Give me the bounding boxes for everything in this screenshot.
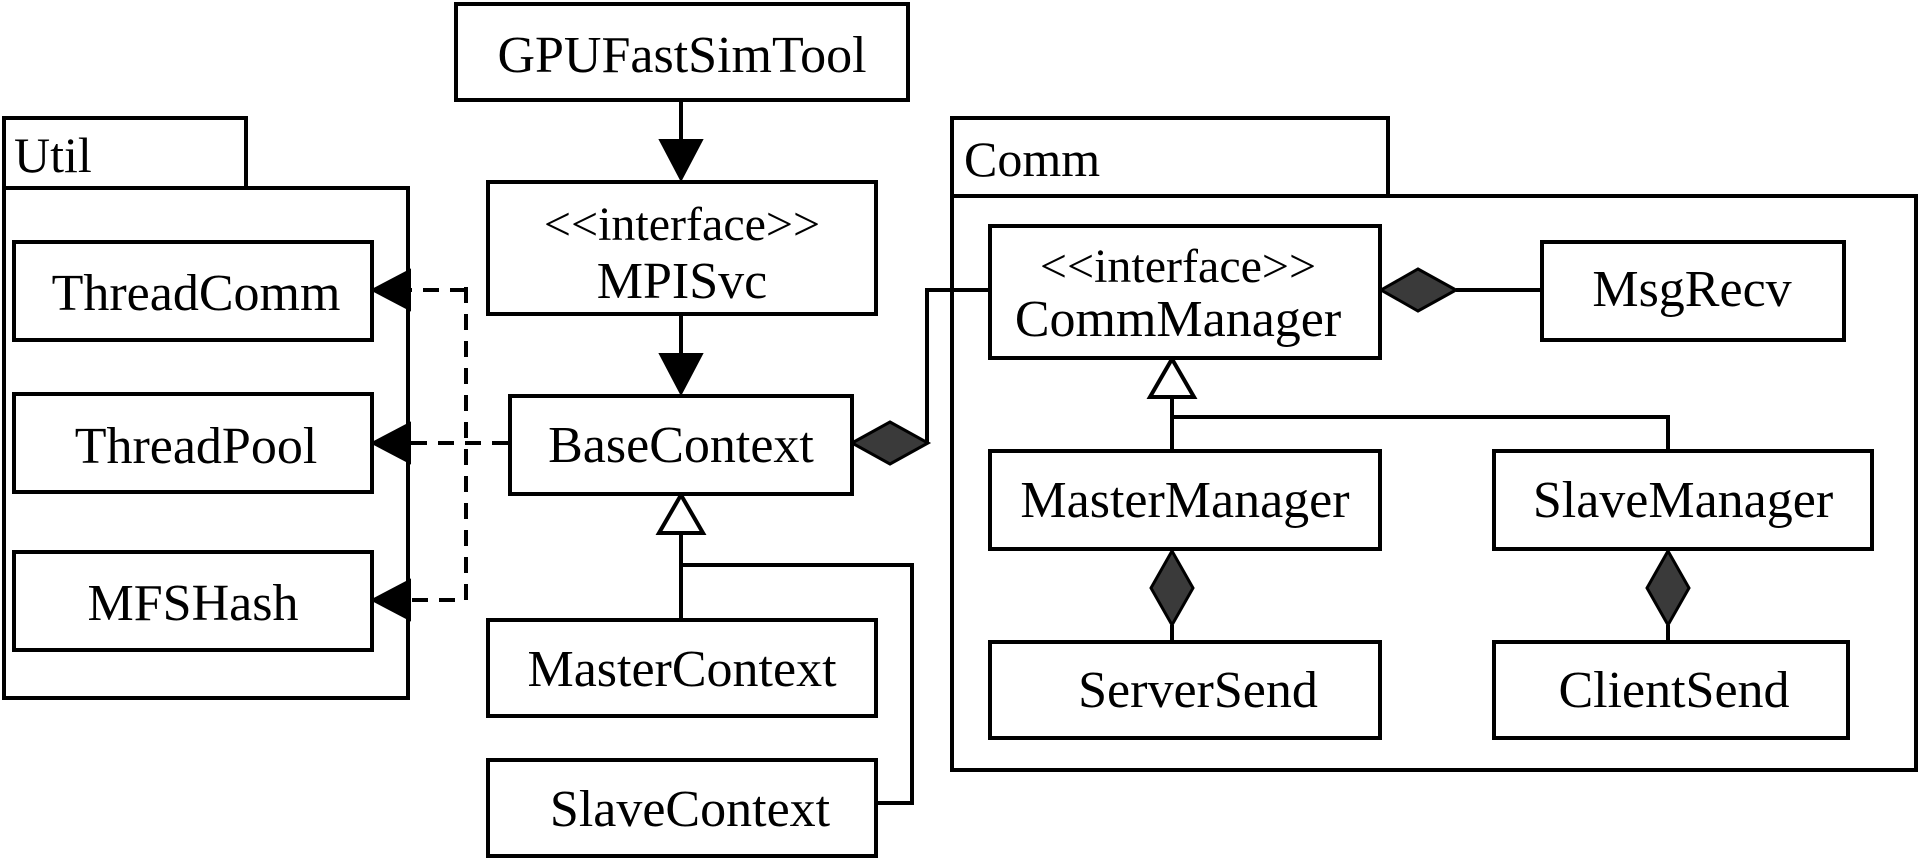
class-threadpool: ThreadPool (12, 392, 374, 494)
package-util-tab (2, 116, 248, 192)
class-threadcomm-label: ThreadComm (52, 265, 341, 322)
class-slavecontext-label: SlaveContext (550, 781, 831, 838)
arrowhead-threadcomm (369, 268, 411, 312)
class-threadpool-label: ThreadPool (75, 418, 318, 475)
class-commmanager-label: CommManager (1015, 291, 1341, 348)
generalization-slavecontext (681, 563, 914, 805)
generalization-slavemanager (1172, 415, 1670, 451)
class-slavemanager: SlaveManager (1492, 449, 1874, 551)
arrowhead-mpisvc (658, 139, 704, 183)
class-slavecontext: SlaveContext (486, 758, 878, 858)
class-gpufastsimtool: GPUFastSimTool (454, 2, 910, 102)
class-basecontext-label: BaseContext (548, 417, 814, 474)
package-util-label: Util (14, 127, 92, 183)
composition-diamond-mastermanager (1149, 547, 1195, 629)
class-gpufastsimtool-label: GPUFastSimTool (497, 27, 866, 84)
class-mastermanager-label: MasterManager (1020, 472, 1349, 529)
class-threadcomm: ThreadComm (12, 240, 374, 342)
generalization-triangle-commmanager (1146, 355, 1198, 399)
class-mastermanager: MasterManager (988, 449, 1382, 551)
class-mpisvc-stereotype: <<interface>> (544, 198, 820, 251)
package-comm-tab (950, 116, 1390, 200)
class-mastercontext-label: MasterContext (527, 641, 837, 698)
composition-diamond-commmanager (1377, 267, 1460, 313)
class-slavemanager-label: SlaveManager (1533, 472, 1833, 529)
class-clientsend: ClientSend (1492, 640, 1850, 740)
class-mastercontext: MasterContext (486, 618, 878, 718)
class-clientsend-label: ClientSend (1558, 662, 1789, 719)
class-serversend-label: ServerSend (1078, 662, 1318, 719)
class-mpisvc: <<interface>> MPISvc (486, 180, 878, 316)
class-mfshash: MFSHash (12, 550, 374, 652)
composition-diamond-slavemanager (1645, 547, 1691, 629)
class-basecontext: BaseContext (508, 394, 854, 496)
class-commmanager: <<interface>> CommManager (988, 224, 1382, 360)
arrowhead-basecontext (658, 353, 704, 397)
class-serversend: ServerSend (988, 640, 1382, 740)
dependency-threadcomm (410, 287, 468, 602)
generalization-triangle-basecontext (655, 491, 707, 535)
composition-basecontext-commmanager (925, 288, 990, 443)
class-mpisvc-label: MPISvc (597, 253, 767, 310)
class-msgrecv-label: MsgRecv (1592, 261, 1791, 318)
arrowhead-threadpool (369, 421, 411, 465)
composition-diamond-basecontext (848, 420, 932, 466)
class-commmanager-stereotype: <<interface>> (1040, 240, 1316, 293)
class-msgrecv: MsgRecv (1540, 240, 1846, 342)
arrowhead-mfshash (369, 578, 411, 622)
package-comm-label: Comm (964, 131, 1100, 187)
class-mfshash-label: MFSHash (88, 575, 299, 632)
